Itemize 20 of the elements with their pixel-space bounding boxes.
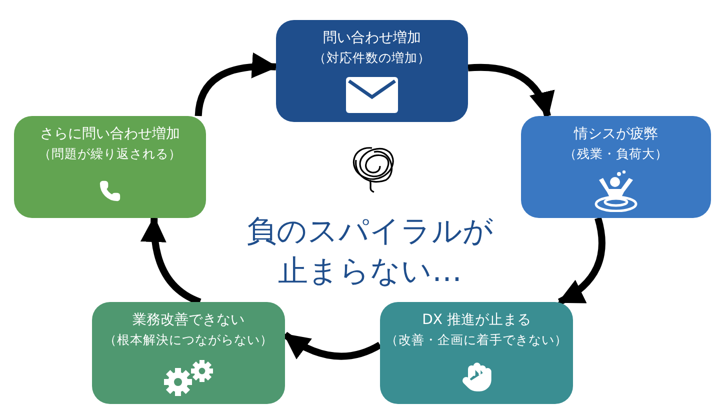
step-subtitle: （対応件数の増加） — [314, 49, 430, 67]
process-box — [521, 116, 711, 218]
center-caption: 負のスパイラルが止まらない… — [246, 213, 494, 291]
step-subtitle: （改善・企画に着手できない） — [386, 331, 568, 349]
step-subtitle: （根本解決につながらない） — [104, 331, 273, 349]
step-title: 情シスが疲弊 — [572, 125, 659, 144]
process-box — [380, 302, 573, 404]
process-box — [14, 116, 206, 218]
step-title: 問い合わせ増加 — [322, 29, 422, 48]
step-subtitle: （問題が繰り返される） — [38, 145, 182, 163]
process-box — [276, 20, 468, 122]
curved-arrow — [194, 53, 278, 116]
curved-arrow — [558, 217, 606, 306]
step-subtitle: （残業・負荷大） — [564, 145, 668, 163]
process-box — [92, 302, 285, 404]
step-title: 業務改善できない — [132, 311, 246, 330]
curved-arrow — [283, 332, 382, 360]
step-title: さらに問い合わせ増加 — [39, 125, 181, 144]
step-title: DX 推進が止まる — [421, 311, 532, 330]
curved-arrow — [468, 64, 554, 118]
